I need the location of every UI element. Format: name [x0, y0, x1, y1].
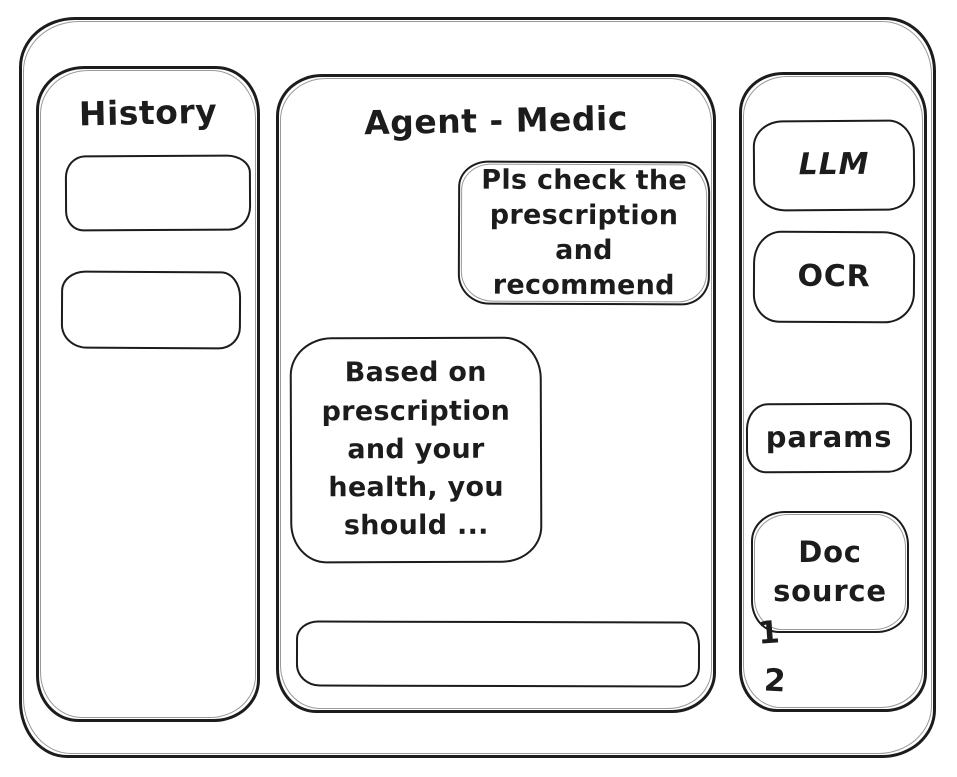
params-button-label: params [765, 420, 893, 455]
ocr-button[interactable]: OCR [752, 230, 916, 324]
params-button[interactable]: params [745, 402, 913, 474]
doc-source-item-1[interactable]: 1 [756, 614, 782, 652]
doc-source-button[interactable]: Doc source [751, 511, 909, 633]
doc-source-item-2[interactable]: 2 [763, 662, 788, 700]
doc-source-button-label: Doc source [773, 534, 887, 608]
llm-button-label: LLM [798, 147, 870, 183]
tools-panel: LLM OCR params Doc source 1 2 [739, 72, 927, 712]
history-item[interactable] [64, 154, 252, 232]
user-message-text: Pls check the prescription and recommend [481, 164, 688, 302]
user-message-bubble: Pls check the prescription and recommend [457, 160, 711, 306]
assistant-message-text: Based on prescription and your health, y… [321, 356, 511, 542]
history-title: History [78, 91, 218, 134]
chat-title: Agent - Medic [363, 98, 629, 143]
history-panel: History [36, 66, 260, 722]
llm-button[interactable]: LLM [752, 119, 916, 212]
ocr-button-label: OCR [797, 258, 871, 294]
chat-panel: Agent - Medic Pls check the prescription… [276, 74, 716, 713]
history-item[interactable] [60, 270, 242, 350]
message-input[interactable] [295, 620, 701, 688]
assistant-message-bubble: Based on prescription and your health, y… [289, 336, 543, 564]
